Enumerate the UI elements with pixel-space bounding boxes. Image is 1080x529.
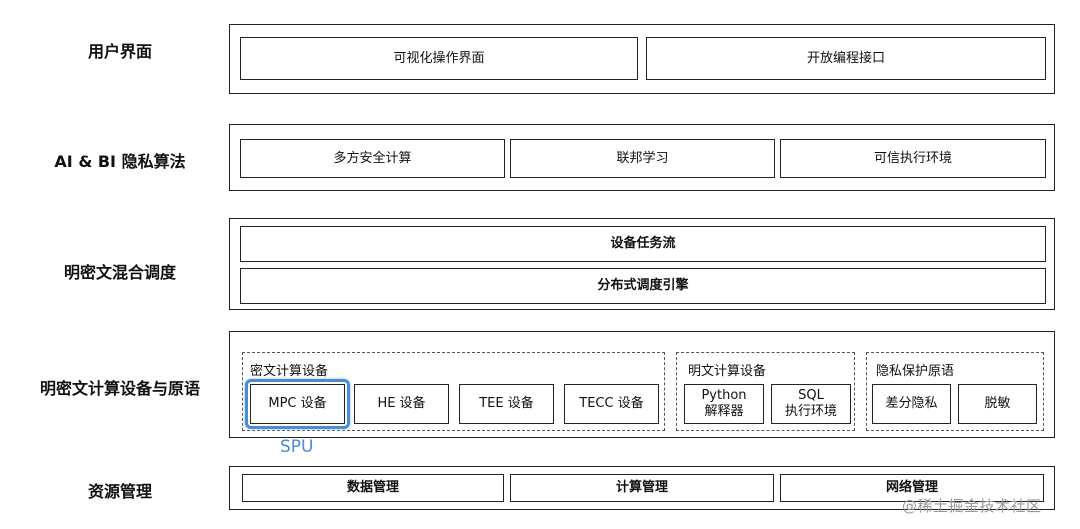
data-management-box: 数据管理 xyxy=(242,474,504,502)
privacy-primitive-group xyxy=(866,352,1044,431)
spu-label: SPU xyxy=(280,437,314,457)
differential-privacy-box: 差分隐私 xyxy=(872,384,951,424)
sql-engine-line2: 执行环境 xyxy=(784,404,837,419)
spu-highlight-frame xyxy=(245,379,350,429)
python-interpreter-line1: Python xyxy=(701,388,747,403)
watermark-text: @稀土掘金技术社区 xyxy=(902,497,1042,515)
layer-label-device: 明密文计算设备与原语 xyxy=(39,379,200,398)
layer-label-sched: 明密文混合调度 xyxy=(63,263,176,282)
layer-label-ui: 用户界面 xyxy=(87,42,152,61)
layer-label-algo: AI & BI 隐私算法 xyxy=(54,152,186,171)
python-interpreter-line2: 解释器 xyxy=(704,404,744,419)
compute-management-box: 计算管理 xyxy=(510,474,774,502)
layer-label-resource: 资源管理 xyxy=(87,482,152,501)
mpc-algo-box: 多方安全计算 xyxy=(240,139,505,178)
sql-engine-box: SQL 执行环境 xyxy=(771,384,851,424)
distributed-scheduler-box: 分布式调度引擎 xyxy=(240,268,1046,304)
device-task-flow-box: 设备任务流 xyxy=(240,226,1046,262)
sql-engine-line1: SQL xyxy=(798,388,824,403)
open-api-box: 开放编程接口 xyxy=(646,37,1046,80)
visual-ui-box: 可视化操作界面 xyxy=(240,37,638,80)
python-interpreter-box: Python 解释器 xyxy=(684,384,764,424)
mpc-device-box: MPC 设备 xyxy=(250,384,345,424)
cipher-device-group-title: 密文计算设备 xyxy=(250,364,329,379)
privacy-primitive-group-title: 隐私保护原语 xyxy=(876,364,955,379)
tee-algo-box: 可信执行环境 xyxy=(780,139,1046,178)
plain-device-group xyxy=(676,352,855,431)
tee-device-box: TEE 设备 xyxy=(459,384,554,424)
he-device-box: HE 设备 xyxy=(354,384,449,424)
desensitization-box: 脱敏 xyxy=(958,384,1037,424)
tecc-device-box: TECC 设备 xyxy=(564,384,659,424)
cipher-device-group xyxy=(242,352,665,431)
plain-device-group-title: 明文计算设备 xyxy=(688,364,767,379)
network-management-box: 网络管理 xyxy=(780,474,1044,502)
federated-learning-box: 联邦学习 xyxy=(510,139,775,178)
